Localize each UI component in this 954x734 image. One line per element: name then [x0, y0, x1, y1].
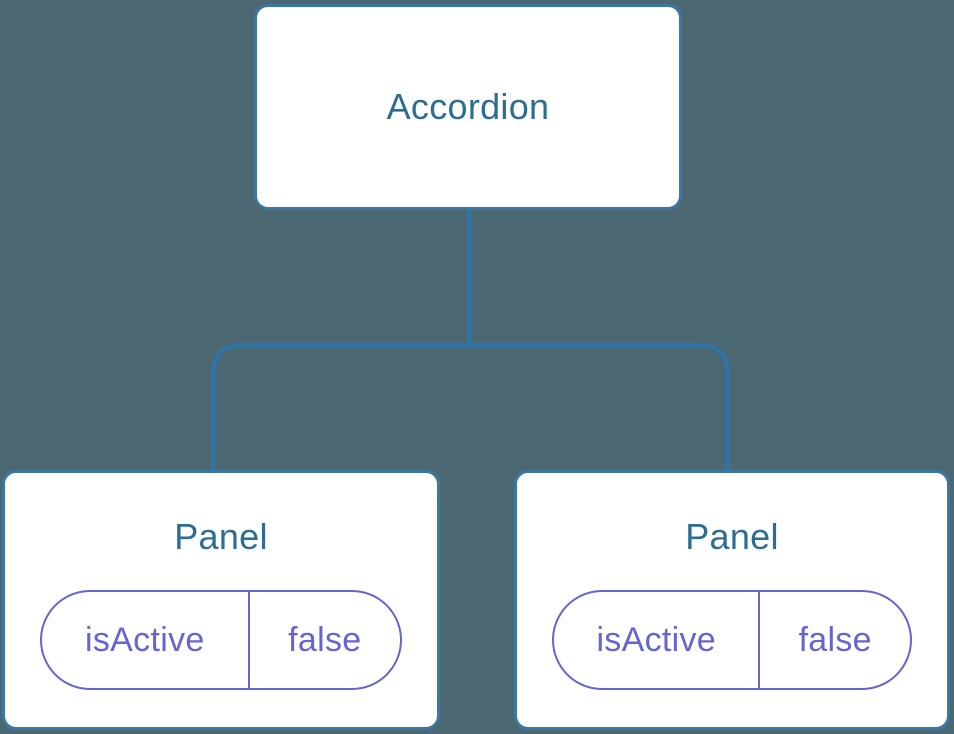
component-label-panel: Panel — [685, 516, 779, 557]
component-box-accordion: Accordion — [254, 4, 682, 210]
component-box-panel-right: Panel isActive false — [514, 470, 950, 730]
component-label-panel: Panel — [174, 516, 268, 557]
state-value: false — [288, 620, 362, 659]
component-box-panel-left: Panel isActive false — [2, 470, 440, 730]
state-name: isActive — [554, 592, 761, 689]
state-name: isActive — [42, 592, 250, 689]
connector-branch-bracket — [210, 342, 731, 472]
state-value: false — [798, 620, 872, 659]
component-label-accordion: Accordion — [386, 86, 550, 128]
state-pill: isActive false — [552, 590, 912, 691]
state-pill: isActive false — [40, 590, 402, 691]
